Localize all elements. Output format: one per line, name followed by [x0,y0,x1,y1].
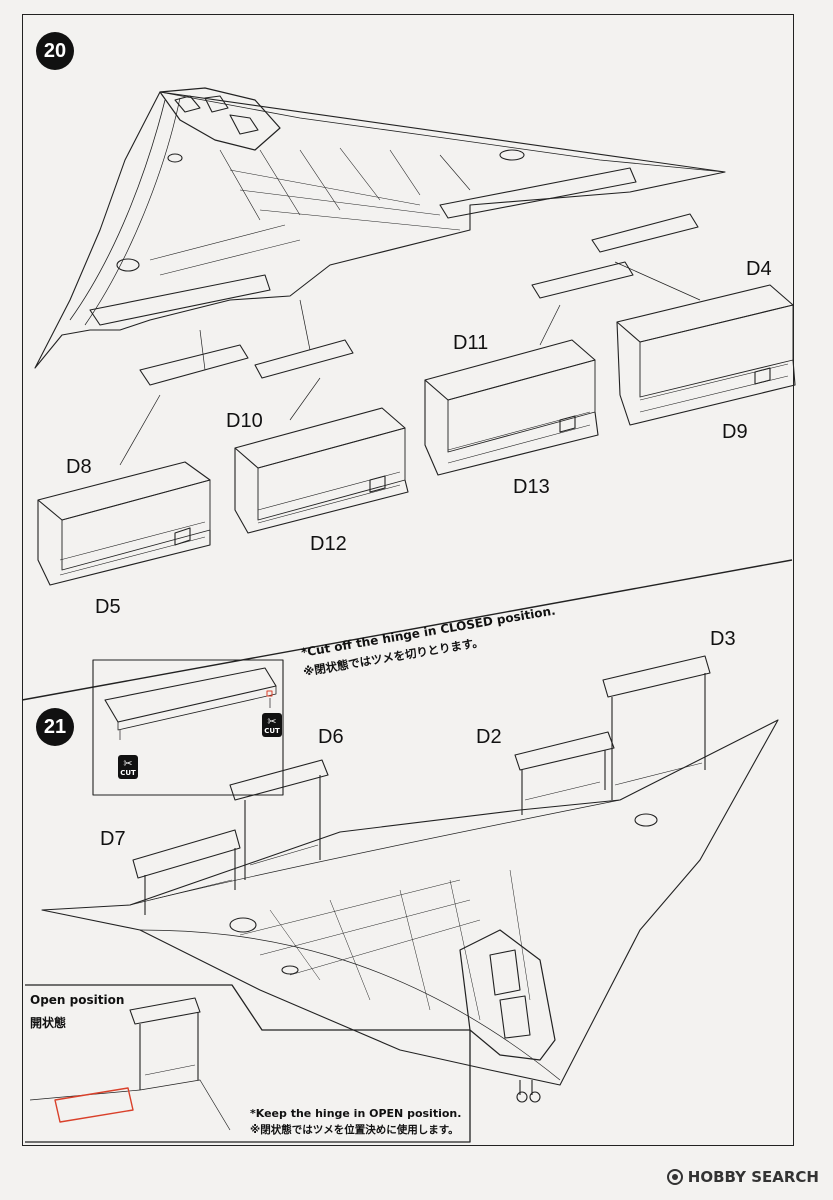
cut-badge-left: ✂ CUT [118,755,138,779]
part-label-d8: D8 [66,456,92,478]
cut-badge-right: ✂ CUT [262,713,282,737]
part-label-d12: D12 [310,533,347,555]
part-label-d3: D3 [710,628,736,650]
open-position-title-en: Open position [30,993,125,1007]
step-21-badge: 21 [36,708,74,746]
hobby-search-watermark: HOBBY SEARCH [666,1168,819,1186]
step21-wing-drawing [25,655,779,1143]
step-divider [21,559,793,701]
step-20-badge: 20 [36,32,74,70]
page-frame [22,14,794,1146]
part-label-d5: D5 [95,596,121,618]
part-label-d4: D4 [746,258,772,280]
scissors-icon: ✂ [123,757,133,770]
keep-hinge-note-jp: ※閉状態ではツメを位置決めに使用します。 [250,1124,459,1136]
open-position-title-jp: 開状態 [30,1016,67,1030]
keep-hinge-note-en: *Keep the hinge in OPEN position. [250,1107,462,1120]
scissors-icon: ✂ [267,715,277,728]
hobby-search-logo-icon [666,1169,683,1185]
part-label-d9: D9 [722,421,748,443]
part-label-d10: D10 [226,410,263,432]
part-label-d11: D11 [453,332,489,354]
step20-wing-drawing [34,87,796,586]
part-label-d13: D13 [513,476,550,498]
part-label-d7: D7 [100,828,126,850]
part-label-d6: D6 [318,726,344,748]
part-label-d2: D2 [476,726,502,748]
